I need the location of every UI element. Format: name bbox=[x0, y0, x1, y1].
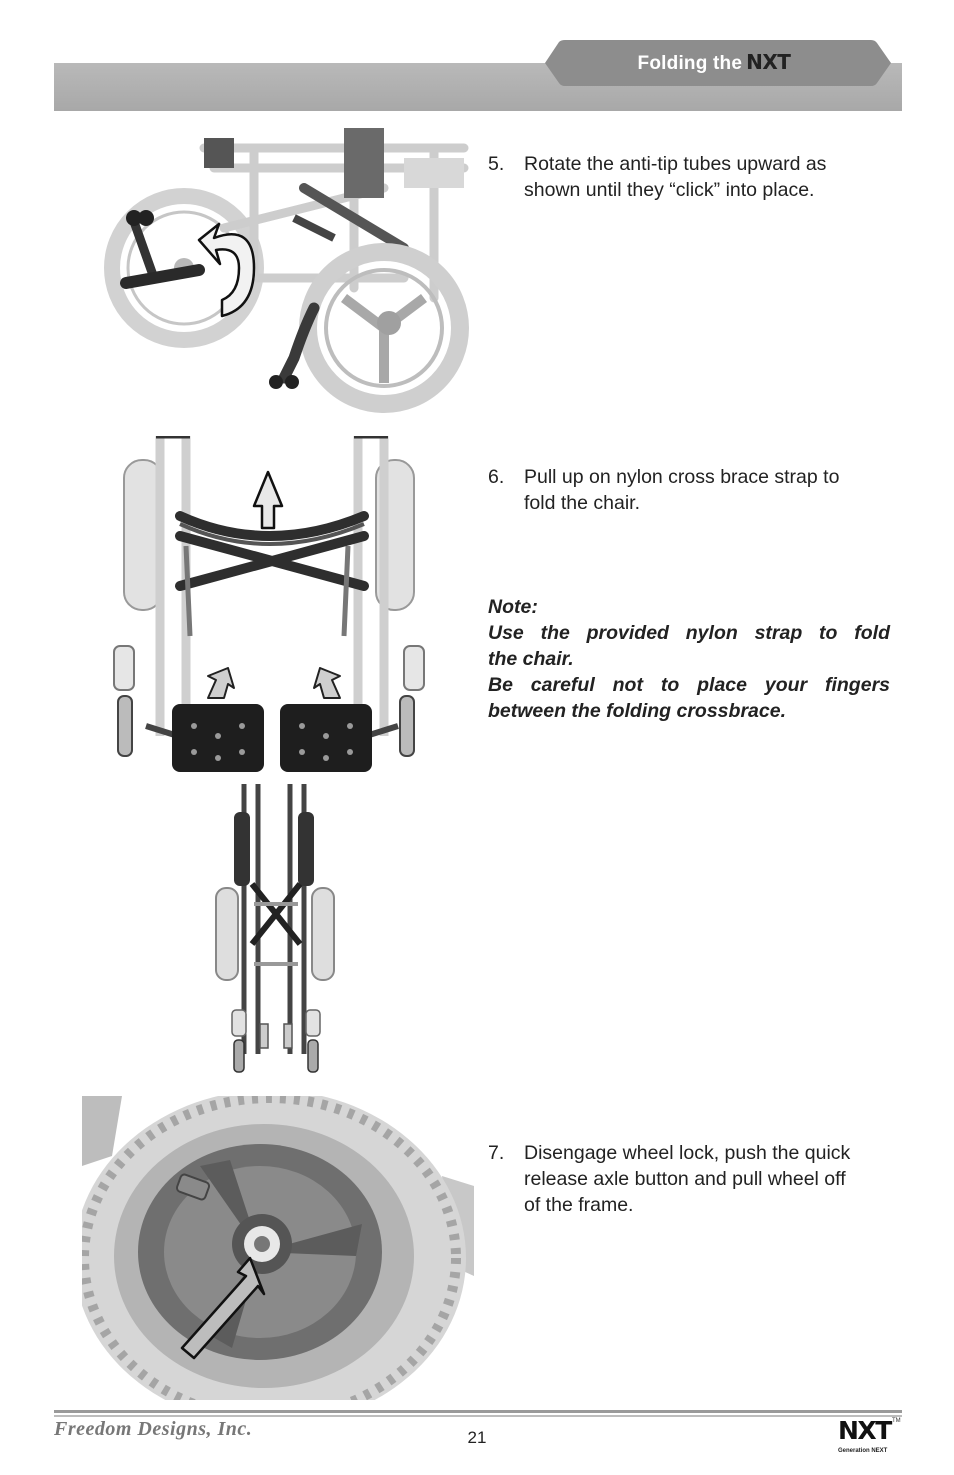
note-line-3: Be careful not to place your fingers bbox=[488, 674, 890, 696]
note-line-4: between the folding crossbrace. bbox=[488, 700, 786, 722]
nxt-logo-tm: TM bbox=[892, 1418, 901, 1424]
section-tab-shape bbox=[545, 40, 891, 86]
step-5: 5. Rotate the anti-tip tubes upward as s… bbox=[488, 151, 890, 203]
note-line-2: the chair. bbox=[488, 648, 574, 670]
page-number: 21 bbox=[467, 1428, 487, 1447]
nxt-logo: NXT TM Generation NEXT bbox=[836, 1416, 902, 1458]
step-5-number: 5. bbox=[488, 153, 505, 175]
section-title-brand: NXT bbox=[746, 50, 791, 74]
footer-rule-secondary bbox=[54, 1415, 902, 1417]
step-5-line-2: shown until they “click” into place. bbox=[524, 179, 815, 201]
step-7-line-3: of the frame. bbox=[524, 1194, 634, 1216]
figure-folded-chair bbox=[214, 784, 338, 1076]
figure-anti-tip-tubes bbox=[104, 128, 472, 414]
footer-company-name: Freedom Designs, Inc. bbox=[54, 1418, 253, 1440]
note-line-1: Use the provided nylon strap to fold bbox=[488, 622, 890, 644]
step-6: 6. Pull up on nylon cross brace strap to… bbox=[488, 464, 890, 516]
nxt-logo-subtitle: Generation NEXT bbox=[838, 1448, 888, 1454]
figure-cross-brace-strap bbox=[108, 436, 438, 776]
step-6-number: 6. bbox=[488, 466, 505, 488]
step-6-line-2: fold the chair. bbox=[524, 492, 640, 514]
section-title-text: Folding the bbox=[637, 53, 743, 74]
step-7-number: 7. bbox=[488, 1142, 505, 1164]
step-5-line-1: Rotate the anti-tip tubes upward as bbox=[524, 153, 827, 175]
footer-rule bbox=[54, 1410, 902, 1413]
note-block: Note: Use the provided nylon strap to fo… bbox=[488, 594, 890, 724]
step-7: 7. Disengage wheel lock, push the quick … bbox=[488, 1140, 890, 1218]
step-6-line-1: Pull up on nylon cross brace strap to bbox=[524, 466, 840, 488]
step-7-line-2: release axle button and pull wheel off bbox=[524, 1168, 846, 1190]
figure-quick-release-wheel bbox=[82, 1096, 474, 1400]
step-7-line-1: Disengage wheel lock, push the quick bbox=[524, 1142, 851, 1164]
nxt-logo-text: NXT bbox=[838, 1416, 892, 1445]
note-label: Note: bbox=[488, 596, 538, 618]
